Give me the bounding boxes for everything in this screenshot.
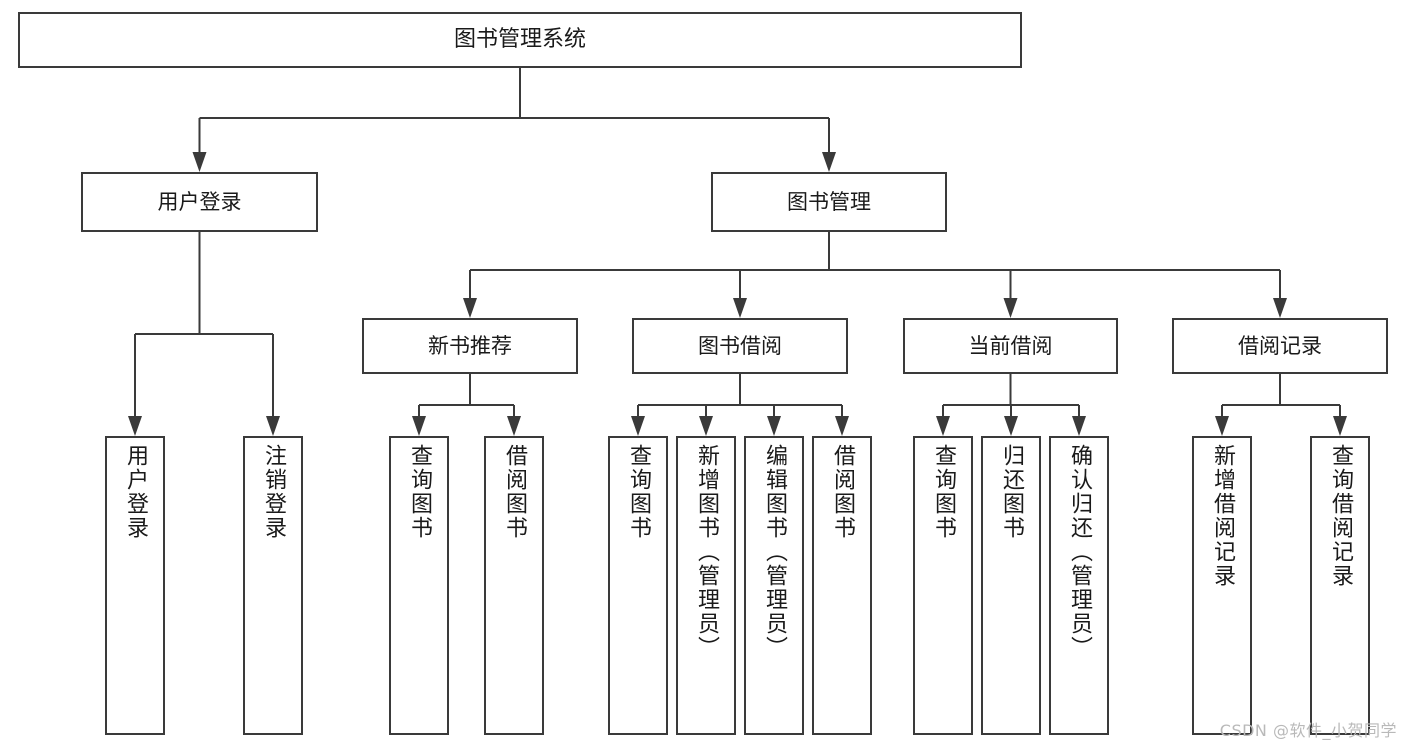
node-l13[interactable]: 查询借阅记录 xyxy=(1310,436,1370,735)
node-label: 查询图书 xyxy=(626,444,651,540)
node-label: 用户登录 xyxy=(157,189,242,214)
node-current[interactable]: 当前借阅 xyxy=(903,318,1118,374)
node-l9[interactable]: 查询图书 xyxy=(913,436,973,735)
arrowhead-l13 xyxy=(1333,416,1347,436)
watermark: CSDN @软件_小贺同学 xyxy=(1219,721,1397,740)
node-label: 借阅图书 xyxy=(830,444,855,540)
node-l6[interactable]: 新增图书（管理员） xyxy=(676,436,736,735)
node-label: 新增图书（管理员） xyxy=(694,444,719,660)
node-l10[interactable]: 归还图书 xyxy=(981,436,1041,735)
node-root[interactable]: 图书管理系统 xyxy=(18,12,1022,68)
node-bookmgmt[interactable]: 图书管理 xyxy=(711,172,947,232)
node-label: 编辑图书（管理员） xyxy=(762,444,787,660)
node-l4[interactable]: 借阅图书 xyxy=(484,436,544,735)
arrowhead-bookmgmt xyxy=(822,152,836,172)
node-label: 注销登录 xyxy=(261,444,286,540)
node-label: 图书管理 xyxy=(787,189,871,214)
node-label: 查询图书 xyxy=(931,444,956,540)
node-label: 当前借阅 xyxy=(968,333,1053,358)
node-l11[interactable]: 确认归还（管理员） xyxy=(1049,436,1109,735)
node-newbook[interactable]: 新书推荐 xyxy=(362,318,578,374)
arrowhead-borrow xyxy=(733,298,747,318)
node-label: 图书借阅 xyxy=(698,333,782,358)
node-label: 归还图书 xyxy=(999,444,1024,540)
node-l3[interactable]: 查询图书 xyxy=(389,436,449,735)
arrowhead-l12 xyxy=(1215,416,1229,436)
node-label: 借阅记录 xyxy=(1238,333,1322,358)
node-label: 新书推荐 xyxy=(428,333,512,358)
node-l12[interactable]: 新增借阅记录 xyxy=(1192,436,1252,735)
arrowhead-l7 xyxy=(767,416,781,436)
node-records[interactable]: 借阅记录 xyxy=(1172,318,1388,374)
node-label: 新增借阅记录 xyxy=(1210,444,1235,588)
node-label: 查询图书 xyxy=(407,444,432,540)
arrowhead-l2 xyxy=(266,416,280,436)
arrowhead-newbook xyxy=(463,298,477,318)
node-label: 确认归还（管理员） xyxy=(1067,444,1092,660)
node-l2[interactable]: 注销登录 xyxy=(243,436,303,735)
arrowhead-l6 xyxy=(699,416,713,436)
node-label: 图书管理系统 xyxy=(453,27,586,53)
arrowhead-login xyxy=(192,152,207,172)
arrowhead-l8 xyxy=(835,416,849,436)
arrowhead-l10 xyxy=(1004,416,1018,436)
node-l7[interactable]: 编辑图书（管理员） xyxy=(744,436,804,735)
arrowhead-l9 xyxy=(936,416,950,436)
node-label: 用户登录 xyxy=(123,444,148,540)
node-label: 查询借阅记录 xyxy=(1328,444,1353,588)
node-login[interactable]: 用户登录 xyxy=(81,172,318,232)
arrowhead-l4 xyxy=(507,416,521,436)
node-l8[interactable]: 借阅图书 xyxy=(812,436,872,735)
node-l1[interactable]: 用户登录 xyxy=(105,436,165,735)
node-label: 借阅图书 xyxy=(502,444,527,540)
arrowhead-l1 xyxy=(128,416,142,436)
arrowhead-l5 xyxy=(631,416,645,436)
arrowhead-l3 xyxy=(412,416,426,436)
arrowhead-l11 xyxy=(1072,416,1086,436)
arrowhead-records xyxy=(1273,298,1287,318)
arrowhead-current xyxy=(1003,298,1018,318)
node-l5[interactable]: 查询图书 xyxy=(608,436,668,735)
node-borrow[interactable]: 图书借阅 xyxy=(632,318,848,374)
